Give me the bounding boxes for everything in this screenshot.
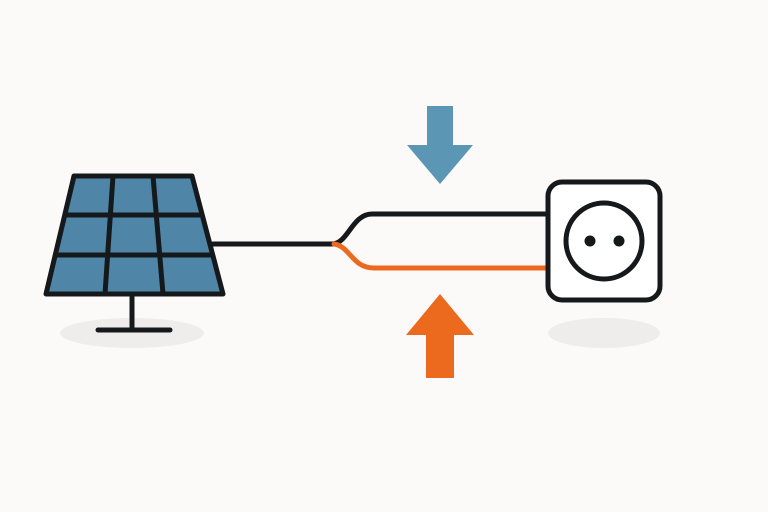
socket-hole-left xyxy=(584,235,596,247)
solar-panel-icon xyxy=(43,173,226,333)
panel-cable xyxy=(210,211,551,247)
panel-grid-col-1 xyxy=(102,175,116,295)
export-cable xyxy=(331,241,551,271)
arrow-up-icon xyxy=(406,294,474,378)
panel-grid-col-2 xyxy=(150,175,166,295)
cable-lines xyxy=(210,211,551,271)
socket-hole-right xyxy=(613,235,625,247)
socket-face xyxy=(563,200,645,282)
arrow-down-icon xyxy=(407,106,473,184)
power-socket-icon xyxy=(545,179,663,303)
socket-shadow xyxy=(548,318,660,348)
panel-frame xyxy=(43,173,226,297)
panel-shadow xyxy=(60,318,204,348)
